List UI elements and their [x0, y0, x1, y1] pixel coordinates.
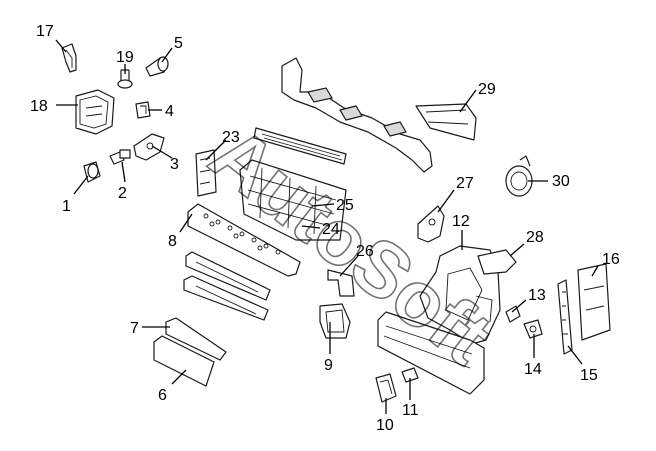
callout-30: 30	[552, 173, 570, 190]
part-6-plate	[153, 335, 215, 387]
callout-27: 27	[456, 175, 474, 192]
part-11-clip	[401, 367, 419, 383]
callout-10: 10	[376, 417, 394, 434]
part-29-crossmember	[281, 57, 477, 173]
callout-26: 26	[356, 243, 374, 260]
callout-16: 16	[602, 251, 620, 268]
part-19-bolt	[117, 69, 133, 89]
part-12-endcap	[419, 245, 517, 345]
callout-13: 13	[528, 287, 546, 304]
callout-14: 14	[524, 361, 542, 378]
callout-8: 8	[168, 233, 177, 250]
part-2-screw	[109, 149, 131, 165]
part-27-bracket	[417, 205, 445, 243]
callout-18: 18	[30, 98, 48, 115]
part-30-horn	[505, 155, 533, 197]
grille-trim-panels	[183, 251, 271, 321]
callout-3: 3	[170, 156, 179, 173]
callout-23: 23	[222, 129, 240, 146]
bumper-lower-bar	[377, 311, 485, 395]
callout-24: 24	[322, 221, 340, 238]
part-10-clip	[375, 373, 397, 403]
callout-6: 6	[158, 387, 167, 404]
callout-leaders	[55, 39, 599, 414]
callout-numbers: 17 19 5 18 4 23 3 2 1 29 30 25 27 24 8 1…	[30, 23, 620, 434]
part-26-bracket	[327, 269, 355, 297]
callout-7: 7	[130, 320, 139, 337]
callout-12: 12	[452, 213, 470, 230]
callout-28: 28	[526, 229, 544, 246]
part-9-lamp	[319, 303, 351, 339]
part-14-clip	[523, 319, 543, 339]
callout-1: 1	[62, 198, 71, 215]
callout-2: 2	[118, 185, 127, 202]
part-7-panel	[165, 317, 227, 361]
part-13-screw	[505, 305, 521, 323]
part-18-lamp	[75, 89, 115, 135]
grille-upper-bar	[253, 127, 347, 165]
part-17-clip	[61, 43, 77, 73]
part-16-panel	[577, 263, 611, 341]
part-4-clip	[135, 101, 151, 119]
part-24-grille	[239, 159, 347, 241]
part-3-bracket	[133, 133, 165, 161]
callout-9: 9	[324, 357, 333, 374]
part-15-strip	[557, 279, 573, 355]
callout-25: 25	[336, 197, 354, 214]
callout-29: 29	[478, 81, 496, 98]
part-5-bolt	[145, 56, 169, 77]
callout-17: 17	[36, 23, 54, 40]
callout-11: 11	[402, 402, 419, 419]
callout-15: 15	[580, 367, 598, 384]
callout-5: 5	[174, 35, 183, 52]
callout-19: 19	[116, 49, 134, 66]
part-8-panel	[187, 203, 301, 277]
callout-4: 4	[165, 103, 174, 120]
